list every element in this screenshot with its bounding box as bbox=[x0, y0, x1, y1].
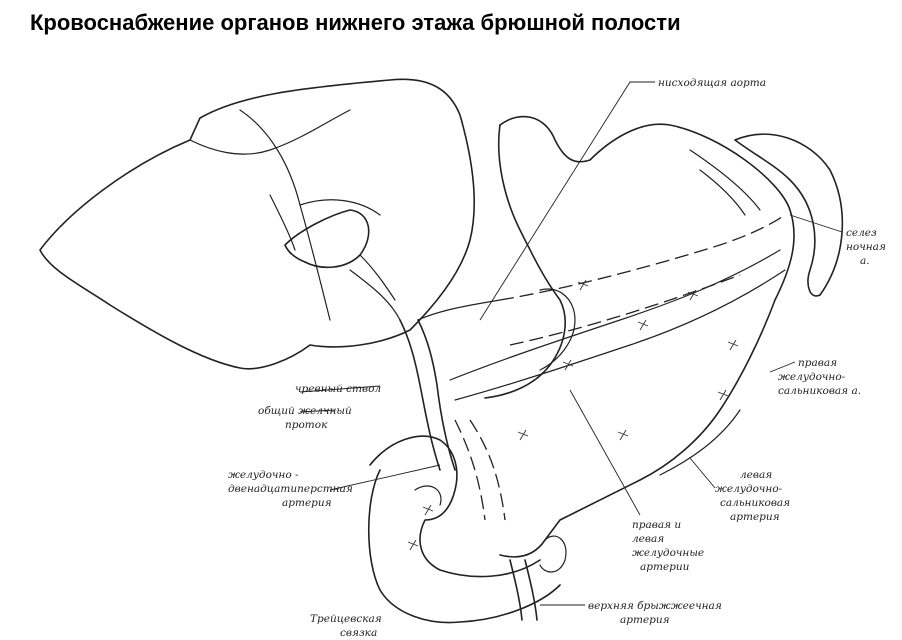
gastroepiploic-vessels bbox=[454, 214, 786, 521]
aorta-vessels bbox=[349, 254, 501, 471]
label-right-gastroepiploic-line3: сальниковая а. bbox=[778, 385, 861, 397]
label-gastric-arteries-line4: артерии bbox=[640, 561, 690, 573]
stomach-outline bbox=[484, 115, 795, 558]
label-gastric-arteries-line2: левая bbox=[632, 533, 664, 545]
label-gastroduodenal-line3: артерия bbox=[282, 497, 332, 509]
label-left-gastroepiploic-line4: артерия bbox=[730, 511, 780, 523]
label-right-gastroepiploic-line2: желудочно- bbox=[778, 371, 846, 383]
liver-outline bbox=[39, 78, 475, 370]
label-sma-line2: артерия bbox=[620, 614, 670, 626]
label-leader-lines bbox=[299, 81, 843, 606]
spleen-outline bbox=[734, 133, 844, 297]
annotation-labels: нисходящая аорта селез ночная а. правая … bbox=[228, 77, 886, 639]
superior-mesenteric-artery bbox=[509, 535, 567, 621]
label-splenic-artery-line3: а. bbox=[860, 255, 870, 267]
label-splenic-artery-line2: ночная bbox=[846, 241, 886, 253]
label-splenic-artery-line1: селез bbox=[846, 227, 877, 239]
label-right-gastroepiploic-line1: правая bbox=[798, 357, 837, 369]
label-treitz-ligament-line1: Трейцевская bbox=[310, 613, 382, 625]
label-left-gastroepiploic-line3: сальниковая bbox=[720, 497, 790, 509]
label-descending-aorta: нисходящая аорта bbox=[658, 77, 766, 89]
vessel-hatch-marks bbox=[407, 279, 739, 551]
label-left-gastroepiploic-line2: желудочно- bbox=[715, 483, 783, 495]
label-common-bile-duct-line2: проток bbox=[285, 419, 328, 431]
label-celiac-trunk: чревный ствол bbox=[295, 383, 381, 395]
label-gastric-arteries-line3: желудочные bbox=[632, 547, 704, 559]
gallbladder-outline bbox=[284, 209, 370, 269]
label-gastric-arteries-line1: правая и bbox=[632, 519, 681, 531]
duodenum-outline bbox=[367, 435, 561, 624]
label-common-bile-duct-line1: общий желчный bbox=[258, 405, 352, 417]
pancreas-outline bbox=[449, 249, 786, 401]
label-gastroduodenal-line1: желудочно - bbox=[228, 469, 299, 481]
page-title: Кровоснабжение органов нижнего этажа брю… bbox=[30, 10, 681, 35]
label-treitz-ligament-line2: связка bbox=[340, 627, 377, 639]
label-gastroduodenal-line2: двенадцатиперстная bbox=[228, 483, 353, 495]
label-sma-line1: верхняя брыжжеечная bbox=[588, 600, 722, 612]
label-left-gastroepiploic-line1: левая bbox=[740, 469, 772, 481]
